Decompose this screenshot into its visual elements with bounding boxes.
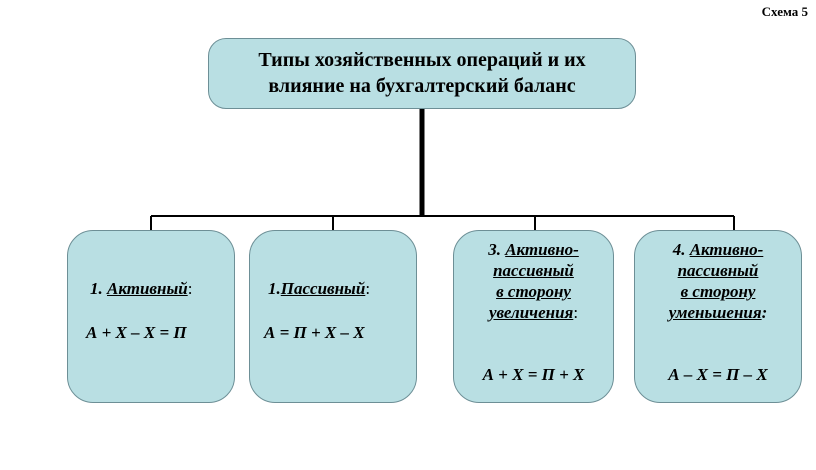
type-number: 4. (672, 240, 690, 259)
root-title-line1: Типы хозяйственных операций и их (258, 49, 586, 71)
type-name-line3: в сторону (680, 282, 756, 301)
scheme-label: Схема 5 (761, 4, 808, 19)
type-name-line4: увеличения (488, 303, 574, 322)
type-box-decrease: 4. Активно- пассивный в сторону уменьшен… (634, 230, 802, 403)
type-suffix: : (761, 303, 768, 322)
type-suffix: : (187, 279, 193, 298)
type-name-line1: Активно- (505, 240, 579, 259)
type-suffix: : (365, 279, 371, 298)
type-name-line2: пассивный (493, 261, 574, 280)
type-box-passive: 1.Пассивный: А = П + Х – Х (249, 230, 417, 403)
type-decrease-formula: А – Х = П – Х (668, 365, 768, 384)
type-name-line1: Активно- (689, 240, 764, 259)
type-active-heading: 1. Активный: (90, 279, 192, 299)
type-name-line4: уменьшения (668, 303, 762, 322)
type-decrease-heading: 4. Активно- пассивный в сторону уменьшен… (635, 239, 801, 323)
type-box-active: 1. Активный: А + Х – Х = П (67, 230, 235, 403)
root-title-line2: влияние на бухгалтерский баланс (268, 75, 576, 97)
type-number: 1. (268, 279, 281, 298)
type-box-increase: 3. Активно- пассивный в сторону увеличен… (453, 230, 614, 403)
type-increase-heading: 3. Активно- пассивный в сторону увеличен… (454, 239, 613, 323)
type-name: Активный (107, 279, 188, 298)
type-suffix: : (573, 303, 579, 322)
type-name-line2: пассивный (677, 261, 759, 280)
type-active-formula: А + Х – Х = П (86, 323, 187, 342)
type-name-line3: в сторону (496, 282, 571, 301)
type-passive-formula: А = П + Х – Х (264, 323, 365, 342)
type-increase-formula: А + Х = П + Х (482, 365, 585, 384)
root-box: Типы хозяйственных операций и их влияние… (208, 38, 636, 109)
type-number: 1. (90, 279, 107, 298)
type-number: 3. (488, 240, 506, 259)
type-passive-heading: 1.Пассивный: (268, 279, 370, 299)
type-name: Пассивный (280, 279, 366, 298)
